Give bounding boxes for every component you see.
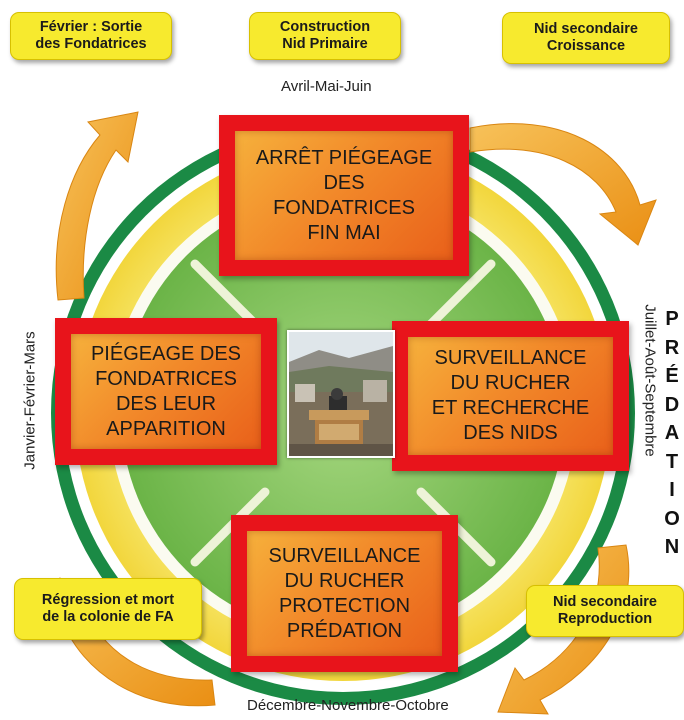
action-box-bottom-content: SURVEILLANCE DU RUCHER PROTECTION PRÉDAT… xyxy=(247,531,442,656)
season-top: Avril-Mai-Juin xyxy=(281,78,372,95)
action-box-left-content: PIÉGEAGE DES FONDATRICES DES LEUR APPARI… xyxy=(71,334,261,449)
arrow-top-left xyxy=(55,111,139,301)
season-right: Juillet-Août-Septembre xyxy=(641,304,659,457)
note-bottom-right: Nid secondaire Reproduction xyxy=(526,585,684,637)
note-top-center: Construction Nid Primaire xyxy=(249,12,401,60)
note-top-left: Février : Sortie des Fondatrices xyxy=(10,12,172,60)
note-bottom-left: Régression et mort de la colonie de FA xyxy=(14,578,202,640)
action-box-left: PIÉGEAGE DES FONDATRICES DES LEUR APPARI… xyxy=(55,318,277,465)
action-box-right: SURVEILLANCE DU RUCHER ET RECHERCHE DES … xyxy=(392,321,629,471)
arrow-top-right xyxy=(469,123,657,246)
predation-label: P R É D A T I O N xyxy=(664,308,680,558)
action-box-right-content: SURVEILLANCE DU RUCHER ET RECHERCHE DES … xyxy=(408,337,613,455)
note-top-right: Nid secondaire Croissance xyxy=(502,12,670,64)
action-box-bottom: SURVEILLANCE DU RUCHER PROTECTION PRÉDAT… xyxy=(231,515,458,672)
season-bottom: Décembre-Novembre-Octobre xyxy=(247,697,449,714)
action-box-top-content: ARRÊT PIÉGEAGE DES FONDATRICES FIN MAI xyxy=(235,131,453,260)
season-left: Janvier-Février-Mars xyxy=(21,331,39,470)
action-box-top: ARRÊT PIÉGEAGE DES FONDATRICES FIN MAI xyxy=(219,115,469,276)
trap-photo xyxy=(287,330,395,458)
